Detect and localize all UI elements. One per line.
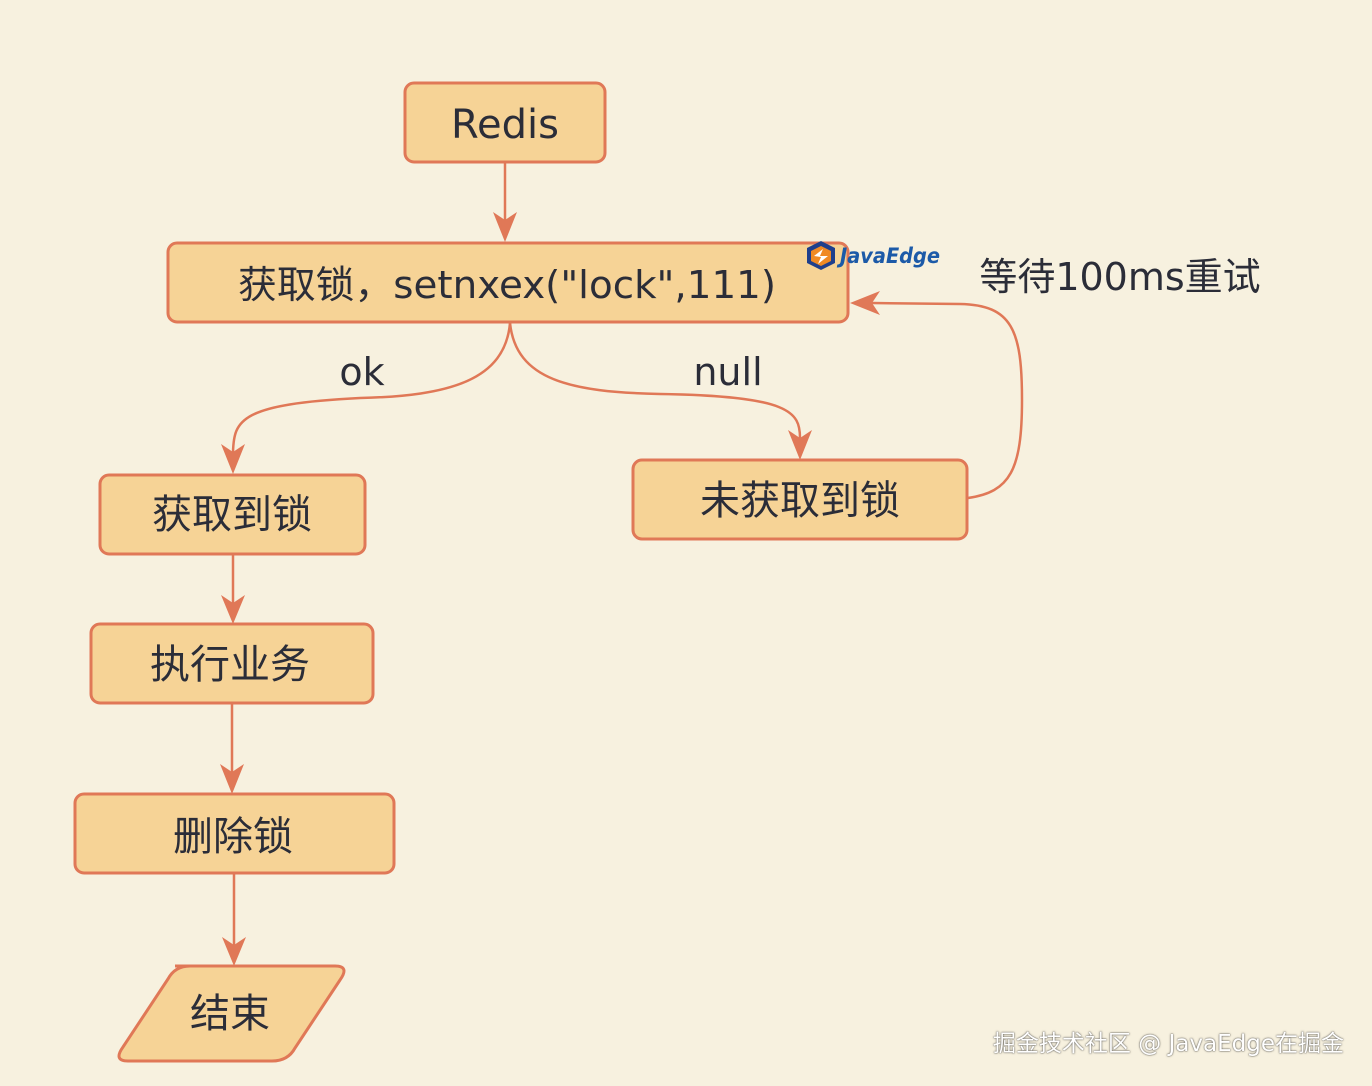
- arrowhead-redis-to-acquire: [493, 212, 517, 242]
- node-execute-business-box: [89, 622, 375, 705]
- node-execute-business: 执行业务: [89, 622, 375, 705]
- edge-label-ok: ok: [339, 350, 384, 394]
- node-acquire-lock: 获取锁，setnxex("lock",111): [166, 241, 850, 324]
- node-lock-acquired: 获取到锁: [98, 473, 367, 556]
- node-acquire-lock-label: 获取锁，setnxex("lock",111): [238, 263, 776, 307]
- node-delete-lock-label: 删除锁: [173, 814, 293, 860]
- arrowhead-acquire-to-acquired: [221, 444, 245, 474]
- node-lock-not-acquired-label: 未获取到锁: [700, 478, 900, 524]
- logo-icon: [807, 241, 835, 270]
- node-end: 结束: [117, 964, 346, 1063]
- node-redis: Redis: [403, 81, 607, 164]
- arrowhead-acquire-to-not-acquired: [788, 430, 812, 460]
- arrowhead-delete-to-end: [222, 937, 246, 966]
- logo-text: JavaEdge: [836, 244, 940, 268]
- arrowhead-execute-to-delete: [220, 764, 244, 794]
- node-acquire-lock-box: [166, 241, 850, 324]
- node-delete-lock-box: [73, 792, 396, 875]
- node-lock-not-acquired-box: [631, 458, 969, 541]
- node-end-shape: [117, 964, 346, 1063]
- node-lock-acquired-box: [98, 473, 367, 556]
- node-delete-lock: 删除锁: [73, 792, 396, 875]
- watermark: 掘金技术社区 @ JavaEdge在掘金: [992, 1031, 1344, 1057]
- node-lock-acquired-label: 获取到锁: [152, 492, 312, 538]
- node-end-label: 结束: [190, 991, 270, 1037]
- node-redis-label: Redis: [451, 102, 559, 148]
- arrowhead-retry-loop: [850, 291, 880, 315]
- edge-label-null: null: [693, 350, 762, 394]
- node-lock-not-acquired: 未获取到锁: [631, 458, 969, 541]
- edge-retry-loop: [871, 301, 1024, 500]
- edge-acquire-to-acquired: [231, 322, 512, 453]
- arrowhead-acquired-to-execute: [221, 595, 245, 624]
- javaedge-logo: JavaEdge: [807, 241, 940, 270]
- edge-acquire-to-not-acquired: [508, 322, 802, 439]
- edges: [220, 163, 1024, 966]
- edge-label-retry: 等待100ms重试: [979, 255, 1260, 299]
- node-execute-business-label: 执行业务: [150, 642, 310, 688]
- node-redis-box: [403, 81, 607, 164]
